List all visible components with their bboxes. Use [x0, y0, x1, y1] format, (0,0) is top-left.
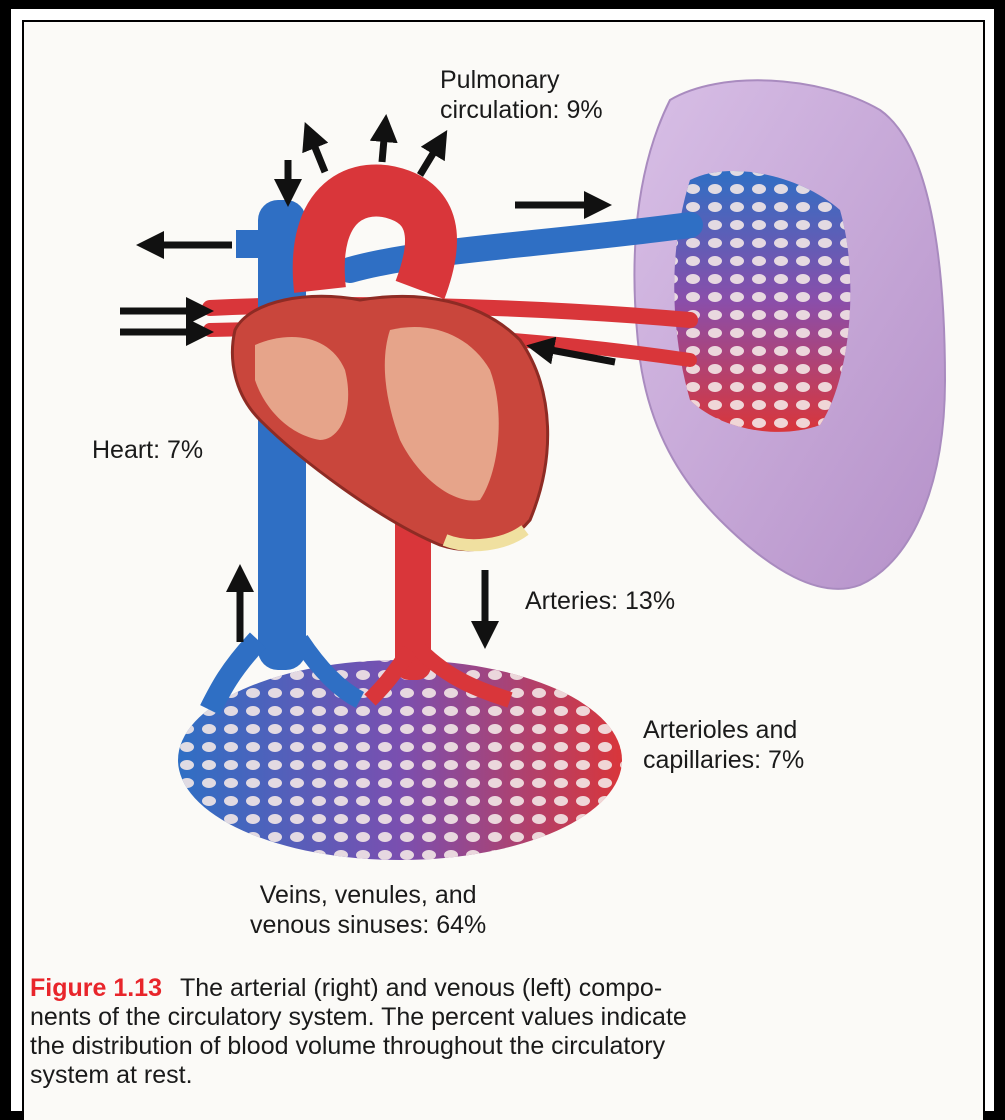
label-arterioles: Arterioles and capillaries: 7%	[643, 715, 804, 775]
label-veins-line1: Veins, venules, and	[250, 880, 486, 910]
label-pulmonary-line2: circulation: 9%	[440, 95, 603, 125]
arrow-up-mid	[382, 128, 385, 162]
arrow-up-right	[420, 142, 440, 175]
caption-line2: nents of the circulatory system. The per…	[30, 1003, 980, 1032]
caption-line3: the distribution of blood volume through…	[30, 1032, 980, 1061]
caption-line1: The arterial (right) and venous (left) c…	[180, 974, 662, 1002]
label-veins-line2: venous sinuses: 64%	[250, 910, 486, 940]
label-veins: Veins, venules, and venous sinuses: 64%	[250, 880, 486, 940]
label-pulmonary: Pulmonary circulation: 9%	[440, 65, 603, 125]
caption-line4: system at rest.	[30, 1061, 980, 1090]
label-heart: Heart: 7%	[92, 435, 203, 465]
label-arteries: Arteries: 13%	[525, 586, 675, 616]
systemic-capillary-bed	[178, 660, 622, 860]
figure-caption: Figure 1.13 The arterial (right) and veno…	[30, 974, 980, 1090]
arrow-up-left	[310, 135, 325, 172]
figure-number: Figure 1.13	[30, 974, 162, 1002]
label-arterioles-line1: Arterioles and	[643, 715, 804, 745]
label-arterioles-line2: capillaries: 7%	[643, 745, 804, 775]
lung	[634, 80, 945, 589]
label-pulmonary-line1: Pulmonary	[440, 65, 603, 95]
